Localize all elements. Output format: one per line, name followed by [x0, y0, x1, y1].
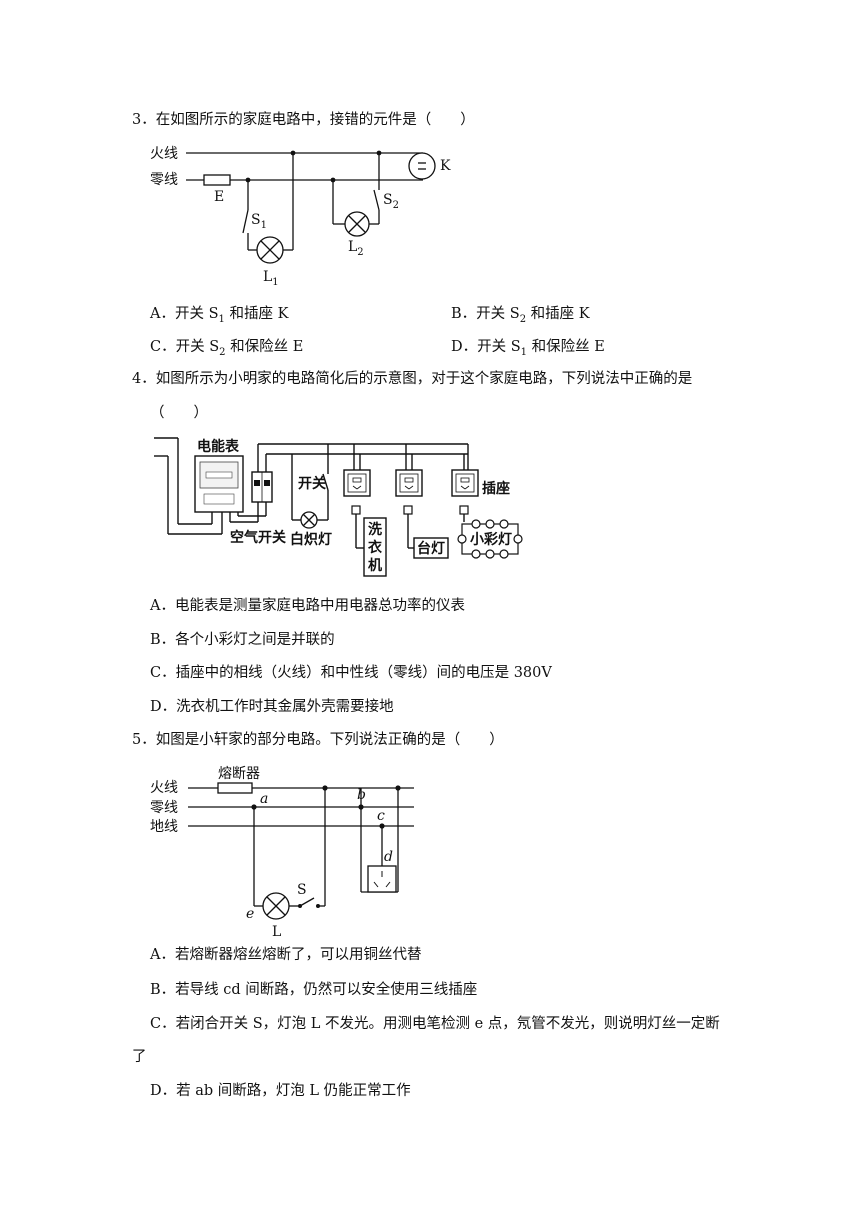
q4-washer-label-2: 衣	[368, 539, 383, 556]
q3-switch2-label: S2	[383, 192, 399, 211]
three-pin-socket-icon	[373, 871, 391, 888]
string-lights-icon	[457, 519, 523, 559]
q5-option-c-line2: 了	[132, 1049, 147, 1065]
q5-stem: 5．如图是小轩家的部分电路。下列说法正确的是（ ）	[132, 732, 504, 748]
lamp-l2-icon	[344, 211, 370, 237]
junction-dots	[245, 150, 382, 183]
q5-fuse-label: 熔断器	[218, 766, 260, 782]
q5-option-d: D．若 ab 间断路，灯泡 L 仍能正常工作	[150, 1083, 411, 1099]
q3-option-d: D．开关 S1 和保险丝 E	[451, 339, 605, 358]
lamp-l-icon	[262, 892, 290, 920]
socket-icon-3	[451, 469, 479, 497]
q3-lamp1-label: L1	[263, 269, 279, 288]
q5-ground-wire-label: 地线	[150, 819, 178, 835]
q3-circuit-diagram: 火线 零线 E S1 L1 L2 S2 K	[150, 146, 451, 288]
q5-option-a: A．若熔断器熔丝熔断了，可以用铜丝代替	[150, 947, 422, 963]
q4-washer-label-3: 机	[368, 557, 382, 574]
q4-option-d: D．洗衣机工作时其金属外壳需要接地	[150, 699, 394, 715]
air-switch-icon	[251, 471, 273, 503]
q3-live-wire-label: 火线	[150, 146, 178, 162]
q5-switch-label: S	[297, 882, 307, 898]
q5-circuit-diagram: 熔断器 火线 零线 地线 a b c d e S L	[150, 766, 414, 938]
q4-option-b: B．各个小彩灯之间是并联的	[150, 632, 335, 648]
q4-stem-line2: （ ）	[150, 405, 208, 421]
q3-stem: 3．在如图所示的家庭电路中，接错的元件是（ ）	[132, 112, 475, 128]
q4-air-switch-label: 空气开关	[230, 529, 286, 546]
q3-lamp2-label: L2	[348, 239, 364, 258]
q3-option-b: B．开关 S2 和插座 K	[451, 306, 590, 325]
q5-option-c-line1: C．若闭合开关 S，灯泡 L 不发光。用测电笔检测 e 点，氖管不发光，则说明灯…	[150, 1016, 720, 1032]
q5-option-b: B．若导线 cd 间断路，仍然可以安全使用三线插座	[150, 982, 478, 998]
q5-point-a-label: a	[260, 791, 268, 807]
q3-switch1-label: S1	[251, 212, 267, 231]
q5-point-e-label: e	[246, 906, 254, 922]
q4-option-a: A．电能表是测量家庭电路中用电器总功率的仪表	[150, 598, 465, 614]
q4-string-lights-label: 小彩灯	[470, 531, 512, 548]
q4-stem-line1: 4．如图所示为小明家的电路简化后的示意图，对于这个家庭电路，下列说法中正确的是	[132, 371, 693, 387]
q3-fuse-label: E	[214, 189, 224, 205]
q5-junction-dots	[251, 785, 401, 908]
q4-option-c: C．插座中的相线（火线）和中性线（零线）间的电压是 380V	[150, 665, 552, 681]
electricity-meter-icon	[194, 455, 244, 513]
q4-circuit-diagram: 电能表 空气开关 开关 白炽灯 洗 衣 机 台灯 插座 小彩灯	[154, 437, 523, 577]
q5-point-b-label: b	[357, 787, 366, 803]
washing-machine-box	[363, 517, 387, 577]
q4-washer-label-1: 洗	[368, 521, 382, 538]
q3-option-a: A．开关 S1 和插座 K	[150, 306, 289, 325]
q4-bulb-label: 白炽灯	[290, 531, 332, 548]
q5-point-d-label: d	[384, 849, 393, 865]
q4-switch-label: 开关	[298, 475, 326, 492]
socket-icon-1	[343, 469, 371, 497]
q3-socket-label: K	[440, 158, 451, 174]
q5-live-wire-label: 火线	[150, 780, 178, 796]
q4-desk-lamp-label: 台灯	[417, 540, 445, 557]
incandescent-bulb-icon	[300, 511, 318, 529]
q5-neutral-wire-label: 零线	[150, 800, 178, 816]
q5-lamp-label: L	[272, 924, 281, 938]
q4-socket-label: 插座	[482, 480, 510, 497]
q4-meter-label: 电能表	[197, 438, 240, 455]
plug-icons	[351, 505, 469, 515]
socket-icon-2	[395, 469, 423, 497]
desk-lamp-box	[413, 537, 449, 559]
q3-option-c: C．开关 S2 和保险丝 E	[150, 339, 304, 358]
lamp-l1-icon	[256, 236, 284, 264]
q3-neutral-wire-label: 零线	[150, 172, 178, 188]
q5-point-c-label: c	[377, 808, 385, 824]
